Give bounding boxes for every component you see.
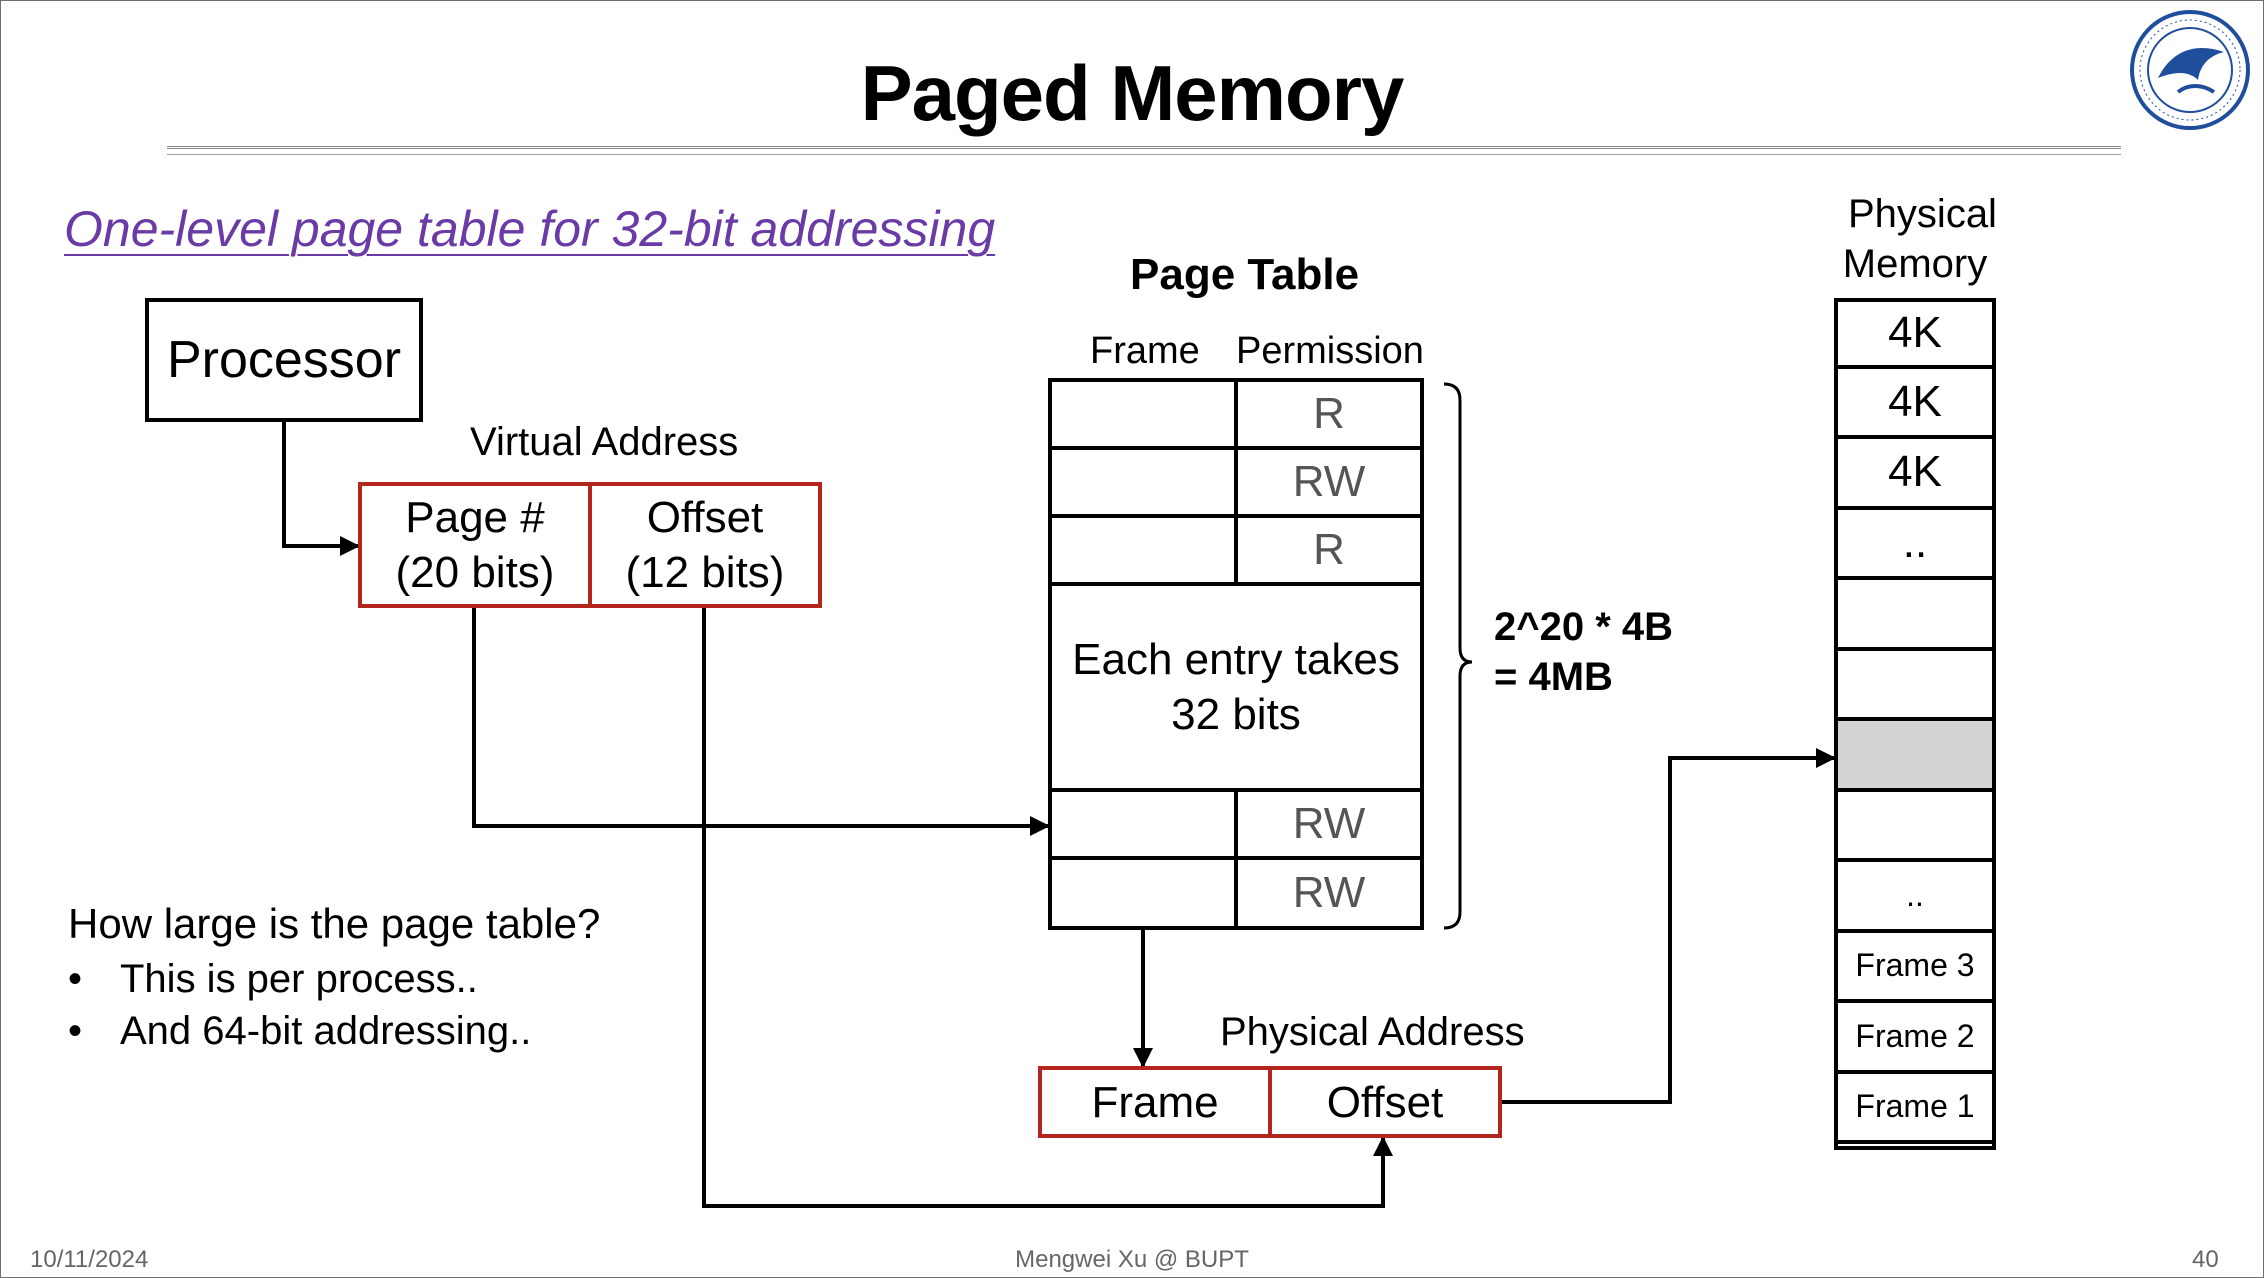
- pte-frame-cell: [1048, 856, 1238, 930]
- entry-size-line1: Each entry takes: [1072, 635, 1400, 684]
- virtual-offset-line1: Offset: [646, 493, 764, 542]
- physical-offset-field: Offset: [1268, 1066, 1502, 1138]
- list-item: • And 64-bit addressing..: [68, 1005, 531, 1057]
- pte-permission-cell: R: [1234, 514, 1424, 586]
- memory-frame-cell: [1834, 791, 1996, 862]
- memory-frame-cell: ..: [1834, 862, 1996, 933]
- page-table-frame-header: Frame: [1090, 330, 1200, 372]
- pte-frame-cell: [1048, 514, 1238, 586]
- memory-frame-label: 4K: [1888, 376, 1942, 426]
- memory-frame-label: 4K: [1888, 308, 1942, 358]
- pte-frame-cell: [1048, 378, 1238, 450]
- memory-frame-label: ..: [1902, 517, 1928, 567]
- pte-frame-cell: [1048, 788, 1238, 860]
- memory-frame-cell: [1834, 721, 1996, 792]
- list-item: • This is per process..: [68, 953, 531, 1005]
- memory-frame-label: Frame 2: [1855, 1017, 1975, 1054]
- page-table-permission-header: Permission: [1236, 330, 1424, 372]
- pte-permission-cell: RW: [1234, 856, 1424, 930]
- pte-permission: RW: [1292, 799, 1366, 848]
- memory-frame-label: Frame 1: [1855, 1088, 1975, 1125]
- university-seal-icon: [2130, 10, 2250, 130]
- processor-box: Processor: [145, 298, 423, 422]
- physical-offset-label: Offset: [1326, 1077, 1444, 1127]
- memory-frame-cell: Frame 3: [1834, 932, 1996, 1003]
- pte-permission: R: [1313, 525, 1345, 574]
- page-number-line2: (20 bits): [395, 548, 555, 597]
- page-number-line1: Page #: [405, 493, 545, 542]
- physical-memory-title-line1: Physical: [1848, 192, 1997, 236]
- question-bullets: • This is per process.. • And 64-bit addre…: [68, 953, 531, 1057]
- pte-frame-cell: [1048, 446, 1238, 518]
- pte-permission-cell: RW: [1234, 446, 1424, 518]
- page-table-size-line2: = 4MB: [1494, 655, 1613, 699]
- memory-frame-cell: Frame 2: [1834, 1003, 1996, 1074]
- pte-permission: RW: [1292, 457, 1366, 506]
- bullet-icon: •: [68, 1008, 83, 1053]
- page-table-title: Page Table: [1130, 250, 1360, 299]
- pte-permission: R: [1313, 389, 1345, 438]
- memory-frame-cell: ..: [1834, 509, 1996, 580]
- physical-frame-field: Frame: [1038, 1066, 1272, 1138]
- memory-frame-cell: Frame 1: [1834, 1073, 1996, 1144]
- physical-address-label: Physical Address: [1220, 1010, 1525, 1054]
- slide-number: 40: [2192, 1246, 2219, 1273]
- virtual-address-label: Virtual Address: [470, 420, 739, 464]
- memory-frame-cell: 4K: [1834, 439, 1996, 510]
- memory-frame-cell: [1834, 580, 1996, 651]
- footer-date: 10/11/2024: [30, 1246, 149, 1273]
- bullet-text: This is per process..: [120, 956, 478, 1001]
- page-table-size-line1: 2^20 * 4B: [1494, 605, 1674, 649]
- physical-memory-title-line2: Memory: [1842, 242, 1988, 286]
- memory-frame-cell: [1834, 650, 1996, 721]
- memory-frame-cell: 4K: [1834, 368, 1996, 439]
- memory-frame-label: 4K: [1888, 447, 1942, 497]
- slide-title: Paged Memory: [860, 49, 1405, 137]
- page-table-size-label: 2^20 * 4B = 4MB: [1494, 602, 1673, 702]
- memory-frame-label: Frame 3: [1855, 947, 1975, 984]
- subtitle: One-level page table for 32-bit addressi…: [64, 201, 996, 257]
- title-divider-thin: [167, 154, 2121, 155]
- question-heading: How large is the page table?: [68, 900, 601, 947]
- pte-permission-cell: RW: [1234, 788, 1424, 860]
- physical-frame-label: Frame: [1091, 1077, 1219, 1127]
- virtual-offset-line2: (12 bits): [625, 548, 785, 597]
- pte-permission: RW: [1292, 868, 1366, 917]
- footer-author: Mengwei Xu @ BUPT: [1015, 1246, 1249, 1273]
- processor-label: Processor: [166, 330, 402, 389]
- memory-frame-label: ..: [1906, 876, 1924, 913]
- virtual-page-number-field: Page # (20 bits): [358, 482, 592, 608]
- pte-permission-cell: R: [1234, 378, 1424, 450]
- entry-size-line2: 32 bits: [1171, 690, 1301, 739]
- page-table-entries-block: Each entry takes 32 bits: [1048, 582, 1424, 792]
- memory-frame-cell: 4K: [1834, 298, 1996, 369]
- title-divider: [167, 146, 2121, 149]
- bullet-icon: •: [68, 956, 83, 1001]
- bullet-text: And 64-bit addressing..: [120, 1008, 532, 1053]
- virtual-offset-field: Offset (12 bits): [588, 482, 822, 608]
